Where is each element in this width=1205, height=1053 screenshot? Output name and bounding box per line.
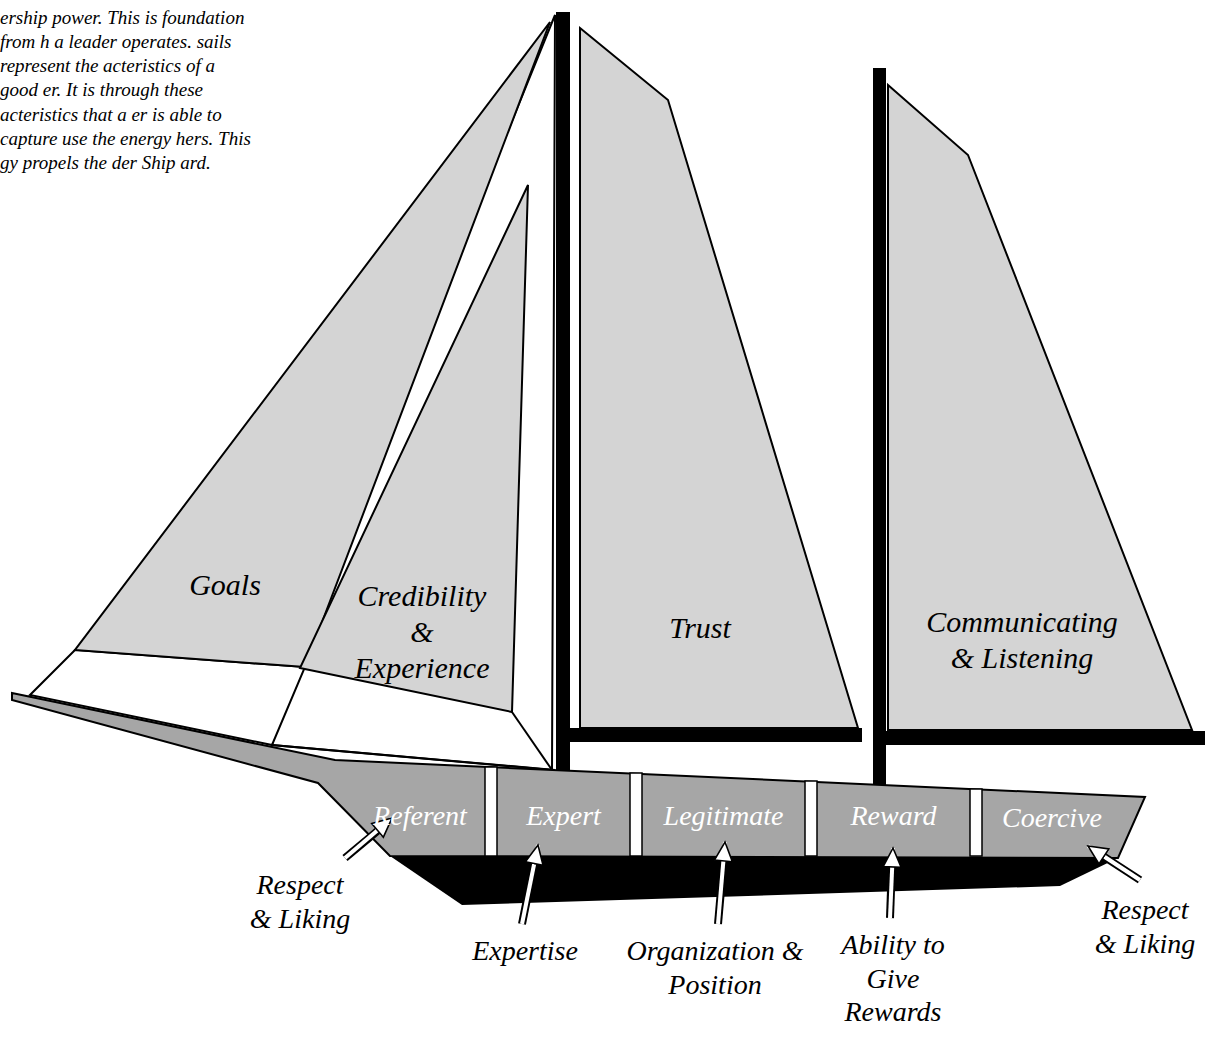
callout-label: Respect & Liking (1091, 893, 1199, 960)
power-label: Legitimate (664, 799, 784, 833)
hull-divider (630, 773, 642, 856)
hull-section: Expert (499, 790, 628, 842)
callout-label: Expertise (455, 934, 595, 968)
hull-section: Legitimate (644, 790, 803, 842)
power-label: Expert (526, 799, 601, 833)
callout-label: Respect & Liking (244, 868, 356, 935)
power-label: Coercive (1002, 801, 1102, 835)
sail: Credibility & Experience (300, 185, 528, 712)
mizzen-boom (886, 731, 1205, 745)
hull-divider (485, 767, 497, 856)
description-text: ership power. This is foundation from h … (0, 6, 252, 175)
rigging (512, 712, 552, 770)
sail-label: Credibility & Experience (347, 578, 497, 686)
mizzen-mast (873, 68, 886, 785)
sail-outline (580, 28, 858, 728)
hull-divider (970, 789, 982, 856)
sail: Trust (580, 28, 858, 728)
hull-section: Referent (357, 790, 483, 842)
sail-label: Trust (630, 610, 770, 646)
sail-label: Communicating & Listening (915, 604, 1130, 676)
callout-arrows (345, 818, 1140, 924)
main-boom (570, 728, 862, 742)
main-mast (556, 12, 570, 772)
callout-label: Organization & Position (623, 934, 808, 1001)
sail: Communicating & Listening (888, 85, 1192, 730)
hull-section: Reward (819, 790, 968, 842)
sail-outline (888, 85, 1192, 730)
callout-label: Ability to Give Rewards (827, 928, 959, 1029)
hull-divider (805, 781, 817, 856)
keel (390, 856, 1118, 905)
sail-outline (300, 185, 528, 712)
sail-label: Goals (155, 567, 295, 603)
power-label: Referent (373, 799, 467, 833)
hull-section: Coercive (984, 792, 1120, 844)
power-label: Reward (850, 799, 936, 833)
